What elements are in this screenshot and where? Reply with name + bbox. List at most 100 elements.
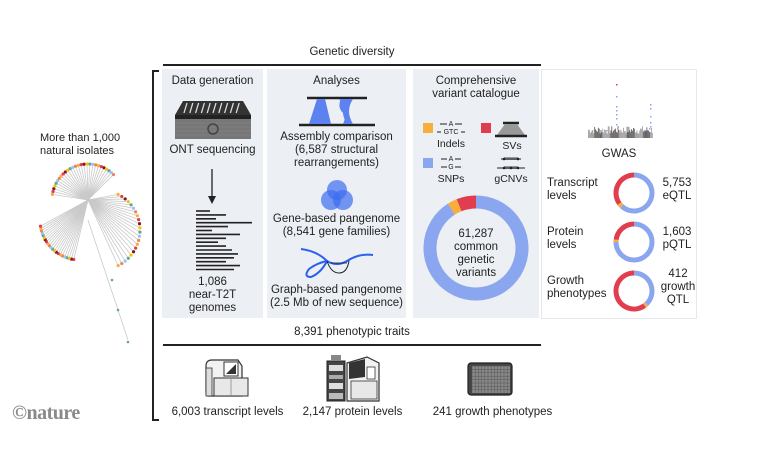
phenotypic-traits-rule [163,344,541,346]
eqtl-count-label: 5,753 eQTL [658,177,696,203]
ont-sequencer-icon [175,101,251,139]
assembly-comparison-label: Assembly comparison (6,587 structural re… [267,131,406,170]
gwas-panel: GWAS Transcript levels 5,753 eQTL Protei… [541,69,697,319]
indel-glyph-icon: A GTC [437,121,465,136]
svg-text:A: A [449,121,454,128]
bracket-bottom-tick [152,419,159,421]
snp-glyph-icon: A G [441,156,461,171]
genomes-line2: near-T2T [188,289,237,301]
data-generation-title: Data generation [171,75,254,87]
mass-spectrometer-icon [326,355,380,402]
isolates-label-line2: natural isolates [40,145,114,157]
genomes-line3: genomes [188,302,237,314]
genomes-label: 1,086 near-T2T genomes [162,276,263,315]
pqtl-type: pQTL [662,239,692,251]
gwas-row-growth: Growth phenotypes 412 growth QTL [542,266,696,316]
graph-pangenome-label: Graph-based pangenome (2.5 Mb of new seq… [267,284,406,310]
catalogue-title-line1: Comprehensive [435,75,517,87]
analyses-panel: Analyses Assembly comparison (6,587 stru… [267,69,406,318]
growth-label-line1: Growth [547,275,585,287]
microplate-icon [467,362,513,396]
growth-label-line2: phenotypes [547,288,607,300]
assembly-line2: (6,587 structural [294,144,379,156]
manhattan-plot-icon [588,84,653,138]
snps-swatch [423,158,433,168]
variant-donut-center-label: 61,287 common genetic variants [413,228,539,280]
phenotypic-traits-title: 8,391 phenotypic traits [294,326,410,338]
variant-donut-chart [423,195,529,301]
donut-slice-snps [633,270,655,306]
gene-line1: Gene-based pangenome [272,213,401,225]
donut-slice-indels [447,199,462,215]
rna-seq-instrument-icon [205,359,249,397]
center-line2: common [453,241,499,253]
phylogenetic-tree-icon [38,162,142,344]
ont-sequencing-label: ONT sequencing [169,144,256,156]
donut-slice-svs [613,270,647,312]
growth-phenotypes-label: 241 growth phenotypes [432,406,553,418]
arrow-down-icon [208,169,216,204]
protein-levels-label: 2,147 protein levels [302,406,403,418]
pqtl-donut-chart [613,221,655,263]
growth-qtl-donut-chart [613,270,655,312]
gene-line2: (8,541 gene families) [282,226,391,238]
genetic-diversity-title: Genetic diversity [309,46,395,58]
analyses-title: Analyses [313,75,360,87]
donut-slice-svs [613,172,635,206]
eqtl-donut-chart [613,172,655,214]
svs-label: SVs [502,140,522,152]
donut-slice-svs [613,221,635,241]
assembly-comparison-icon [299,96,375,127]
sv-glyph-icon [495,121,527,138]
isolates-label-line1: More than 1,000 [40,132,121,144]
transcript-levels-label: 6,003 transcript levels [171,406,284,418]
svg-text:A: A [449,156,454,163]
assembly-line3: rearrangements) [293,157,379,169]
eqtl-count: 5,753 [662,177,692,189]
donut-slice-snps [613,221,655,263]
gwas-row-protein: Protein levels 1,603 pQTL [542,218,696,266]
graph-line1: Graph-based pangenome [270,284,403,296]
gwas-title: GWAS [601,148,637,160]
graph-pangenome-icon [300,248,374,279]
growth-qtl-type-line2: QTL [666,294,690,306]
center-line3: genetic [457,254,495,266]
variant-catalogue-panel: Comprehensive variant catalogue A GTC In… [413,69,539,318]
growth-label: Growth phenotypes [547,275,606,301]
transcript-label-line2: levels [547,190,577,202]
protein-label: Protein levels [547,226,583,252]
donut-slice-snps [619,172,655,214]
gene-pangenome-venn-icon [321,180,353,210]
gcnvs-label: gCNVs [494,173,528,185]
donut-slice-indels [617,202,624,208]
pqtl-count-label: 1,603 pQTL [658,226,696,252]
genome-reads-icon [196,210,252,271]
donut-slice-indels [643,302,649,308]
donut-slice-svs [456,195,477,212]
gene-pangenome-label: Gene-based pangenome (8,541 gene familie… [267,213,406,239]
svg-text:G: G [448,164,453,171]
catalogue-title-line2: variant catalogue [432,88,520,100]
bracket-top-tick [152,70,159,72]
growth-qtl-type: growth [660,281,696,293]
growth-qtl-count-label: 412 growth QTL [658,268,698,307]
catalogue-title: Comprehensive variant catalogue [413,75,539,101]
indels-swatch [423,123,433,133]
svg-text:GTC: GTC [444,129,459,136]
graph-line2: (2.5 Mb of new sequence) [270,297,403,309]
gwas-row-transcript: Transcript levels 5,753 eQTL [542,169,696,217]
genomes-count: 1,086 [198,276,227,288]
genetic-diversity-rule [163,64,541,66]
eqtl-type: eQTL [662,190,692,202]
protein-label-line1: Protein [547,226,584,238]
bracket-vertical [152,70,154,421]
protein-label-line2: levels [547,239,577,251]
variant-count: 61,287 [458,228,494,240]
donut-slice-snps [423,195,529,301]
center-line4: variants [455,267,497,279]
data-generation-panel: Data generation ONT sequencing 1,086 nea… [162,69,263,318]
assembly-line1: Assembly comparison [280,131,393,143]
transcript-label: Transcript levels [547,177,598,203]
indels-label: Indels [436,138,466,150]
isolates-label: More than 1,000 natural isolates [40,132,120,158]
